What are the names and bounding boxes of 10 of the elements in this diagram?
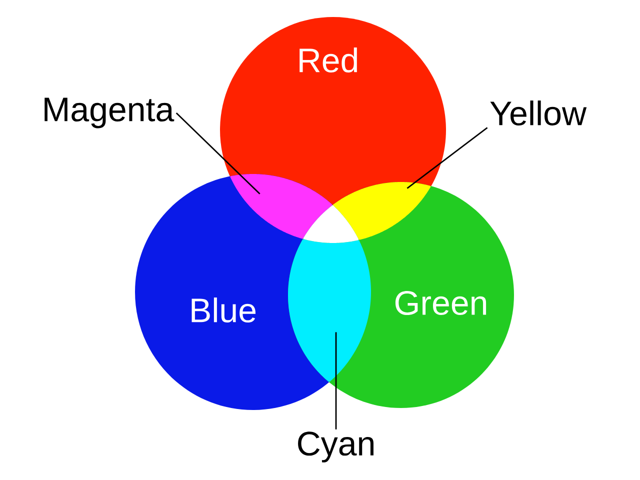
leader-line [335,332,337,430]
center-region [303,205,359,243]
overlap-region [230,174,332,239]
leader-line [176,112,260,194]
overlap-region [332,182,431,240]
label-text: Cyan [298,432,374,462]
label-text: Magenta [44,98,174,128]
label-text: Yellow [490,100,587,126]
leader-line [406,127,488,189]
overlap-region [288,239,371,382]
